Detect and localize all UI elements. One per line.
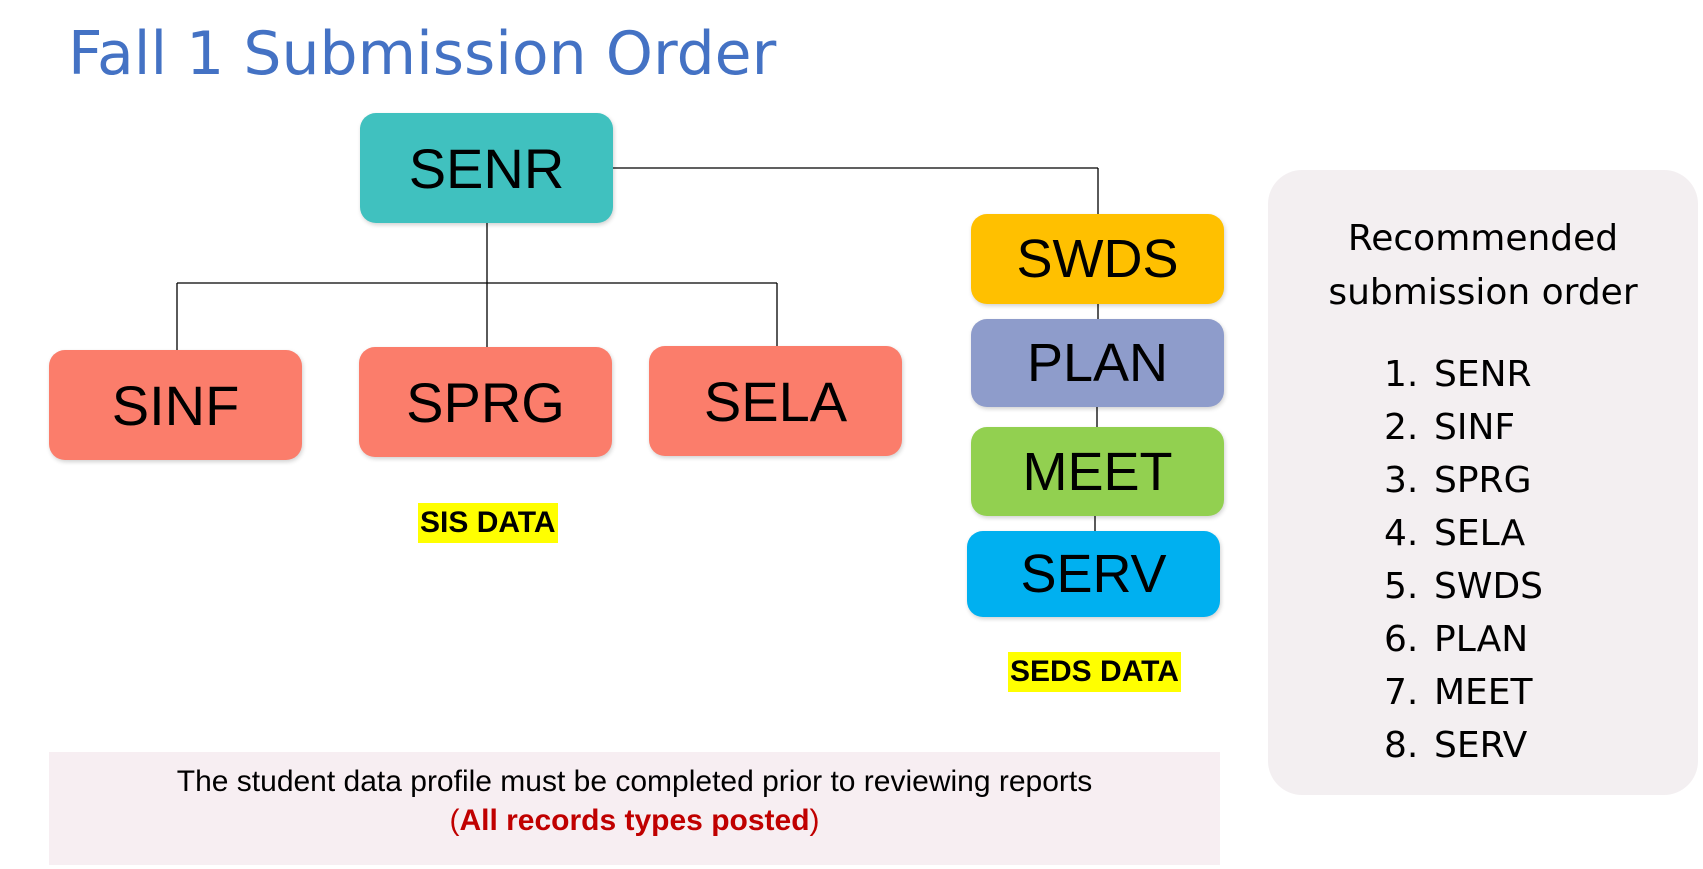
completion-note-subtext: (All records types posted) bbox=[49, 801, 1220, 840]
node-swds: SWDS bbox=[971, 214, 1224, 304]
sis-data-tag: SIS DATA bbox=[418, 503, 558, 543]
node-sinf: SINF bbox=[49, 350, 302, 460]
list-item: 5. SWDS bbox=[1384, 560, 1543, 613]
list-item: 3. SPRG bbox=[1384, 454, 1543, 507]
node-serv-label: SERV bbox=[1020, 544, 1167, 604]
list-item: 4. SELA bbox=[1384, 507, 1543, 560]
recommended-order-list: 1. SENR 2. SINF 3. SPRG 4. SELA 5. SWDS 6. PLA… bbox=[1384, 348, 1543, 772]
list-item: 7. MEET bbox=[1384, 666, 1543, 719]
page-title: Fall 1 Submission Order bbox=[68, 19, 777, 89]
note-paren-open: ( bbox=[449, 804, 460, 837]
list-item-number: 2. bbox=[1384, 407, 1419, 448]
recommended-order-heading: Recommended submission order bbox=[1328, 218, 1638, 313]
list-item-label: PLAN bbox=[1434, 619, 1529, 660]
list-item: 2. SINF bbox=[1384, 401, 1543, 454]
list-item-number: 6. bbox=[1384, 619, 1419, 660]
list-item-label: SENR bbox=[1434, 354, 1532, 395]
list-item: 8. SERV bbox=[1384, 719, 1543, 772]
node-plan-label: PLAN bbox=[1026, 333, 1169, 393]
node-sela-label: SELA bbox=[703, 369, 848, 433]
node-sprg: SPRG bbox=[359, 347, 612, 457]
note-records-posted: All records types posted bbox=[459, 804, 810, 837]
node-sprg-label: SPRG bbox=[406, 370, 565, 434]
list-item-label: MEET bbox=[1434, 672, 1533, 713]
node-serv: SERV bbox=[967, 531, 1220, 617]
list-item: 1. SENR bbox=[1384, 348, 1543, 401]
node-sela: SELA bbox=[649, 346, 902, 456]
completion-note: The student data profile must be complet… bbox=[49, 752, 1220, 865]
recommended-order-panel: Recommended submission order 1. SENR 2. SI… bbox=[1268, 170, 1698, 795]
list-item-number: 3. bbox=[1384, 460, 1419, 501]
node-meet-label: MEET bbox=[1022, 441, 1173, 502]
note-paren-close: ) bbox=[809, 804, 820, 837]
node-senr-label: SENR bbox=[408, 136, 565, 200]
list-item-label: SPRG bbox=[1434, 460, 1532, 501]
list-item-label: SINF bbox=[1434, 407, 1516, 448]
completion-note-text: The student data profile must be complet… bbox=[176, 765, 1093, 798]
list-item-number: 7. bbox=[1384, 672, 1419, 713]
list-item: 6. PLAN bbox=[1384, 613, 1543, 666]
node-sinf-label: SINF bbox=[111, 373, 240, 437]
list-item-number: 1. bbox=[1384, 354, 1419, 395]
node-meet: MEET bbox=[971, 427, 1224, 516]
node-swds-label: SWDS bbox=[1016, 229, 1179, 289]
node-senr: SENR bbox=[360, 113, 613, 223]
list-item-label: SERV bbox=[1434, 725, 1528, 766]
seds-data-tag: SEDS DATA bbox=[1008, 652, 1181, 692]
list-item-number: 8. bbox=[1384, 725, 1419, 766]
list-item-number: 5. bbox=[1384, 566, 1419, 607]
list-item-number: 4. bbox=[1384, 513, 1419, 554]
list-item-label: SELA bbox=[1434, 513, 1526, 554]
node-plan: PLAN bbox=[971, 319, 1224, 407]
list-item-label: SWDS bbox=[1434, 566, 1544, 607]
